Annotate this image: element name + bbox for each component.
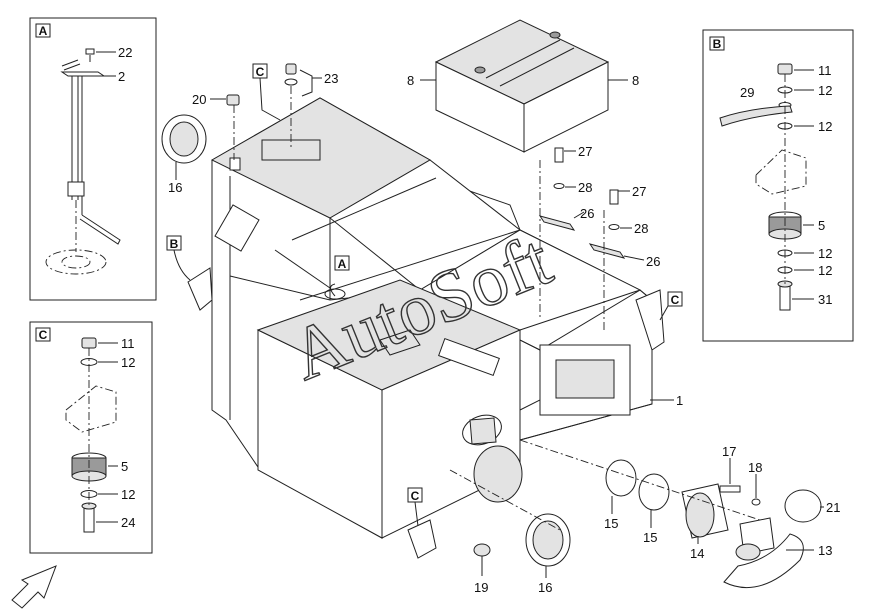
section-tag-b: B [170, 237, 179, 251]
callout-8-left: 8 [407, 73, 414, 88]
callout-24: 24 [121, 515, 135, 530]
strap-26b [588, 243, 626, 259]
fuel-sender-unit [45, 48, 121, 275]
callout-23: 23 [324, 71, 338, 86]
washer-23b [284, 78, 298, 86]
callout-b-5: 5 [818, 218, 825, 233]
mounting-stack-c [65, 337, 117, 533]
orientation-arrow-icon [11, 565, 57, 609]
callout-16-bottom: 16 [538, 580, 552, 595]
callout-1: 1 [676, 393, 683, 408]
callout-17: 17 [722, 444, 736, 459]
section-tag-c-bottom: C [411, 489, 420, 503]
fuel-tank-housing [210, 97, 653, 539]
filler-neck-assembly [449, 414, 822, 589]
bolt-27b [609, 189, 619, 205]
callout-26-upper: 26 [580, 206, 594, 221]
callout-28-upper: 28 [578, 180, 592, 195]
callout-16-top: 16 [168, 180, 182, 195]
detail-box-a: A 22 2 [29, 17, 157, 301]
callout-12: 12 [121, 355, 135, 370]
plug-20 [226, 94, 240, 106]
callout-20: 20 [192, 92, 206, 107]
callout-b-12a: 12 [818, 83, 832, 98]
callout-18: 18 [748, 460, 762, 475]
section-tag-c-right: C [671, 293, 680, 307]
callout-5: 5 [121, 459, 128, 474]
callout-31: 31 [818, 292, 832, 307]
mount-bracket-right [635, 289, 665, 351]
callout-b-11: 11 [818, 63, 832, 78]
callout-27-lower: 27 [632, 184, 646, 199]
callout-12-lower: 12 [121, 487, 135, 502]
callout-13: 13 [818, 543, 832, 558]
washer-28a [553, 183, 565, 189]
callout-b-12d: 12 [818, 263, 832, 278]
callout-27-upper: 27 [578, 144, 592, 159]
callout-19: 19 [474, 580, 488, 595]
detail-box-c: C 11 12 5 12 24 [29, 321, 153, 554]
callout-8-right: 8 [632, 73, 639, 88]
washer-28b [608, 224, 620, 230]
callout-15-right: 15 [643, 530, 657, 545]
callout-21: 21 [826, 500, 840, 515]
mounting-stack-b [719, 63, 807, 311]
callout-2: 2 [118, 69, 125, 84]
detail-tag-c: C [39, 328, 48, 342]
strap-26a [538, 215, 576, 231]
screw-23a [285, 63, 297, 75]
filler-seal-inner-top [169, 121, 199, 157]
battery-pair [434, 19, 610, 153]
callout-15-left: 15 [604, 516, 618, 531]
section-tag-c-top: C [256, 65, 265, 79]
detail-tag-a: A [39, 24, 48, 38]
section-tag-a: A [338, 257, 347, 271]
fitting-20-seat [229, 157, 241, 171]
callout-26-lower: 26 [646, 254, 660, 269]
callout-22: 22 [118, 45, 132, 60]
callout-28-lower: 28 [634, 221, 648, 236]
mount-bracket-left [187, 267, 213, 311]
detail-tag-b: B [713, 37, 722, 51]
mount-bracket-bottom [407, 519, 437, 559]
callout-b-12c: 12 [818, 246, 832, 261]
callout-14: 14 [690, 546, 704, 561]
callout-11: 11 [121, 336, 135, 351]
detail-box-b: B 11 29 12 12 5 12 12 31 [702, 29, 854, 342]
callout-29: 29 [740, 85, 754, 100]
bolt-27a [554, 147, 564, 163]
callout-b-12b: 12 [818, 119, 832, 134]
